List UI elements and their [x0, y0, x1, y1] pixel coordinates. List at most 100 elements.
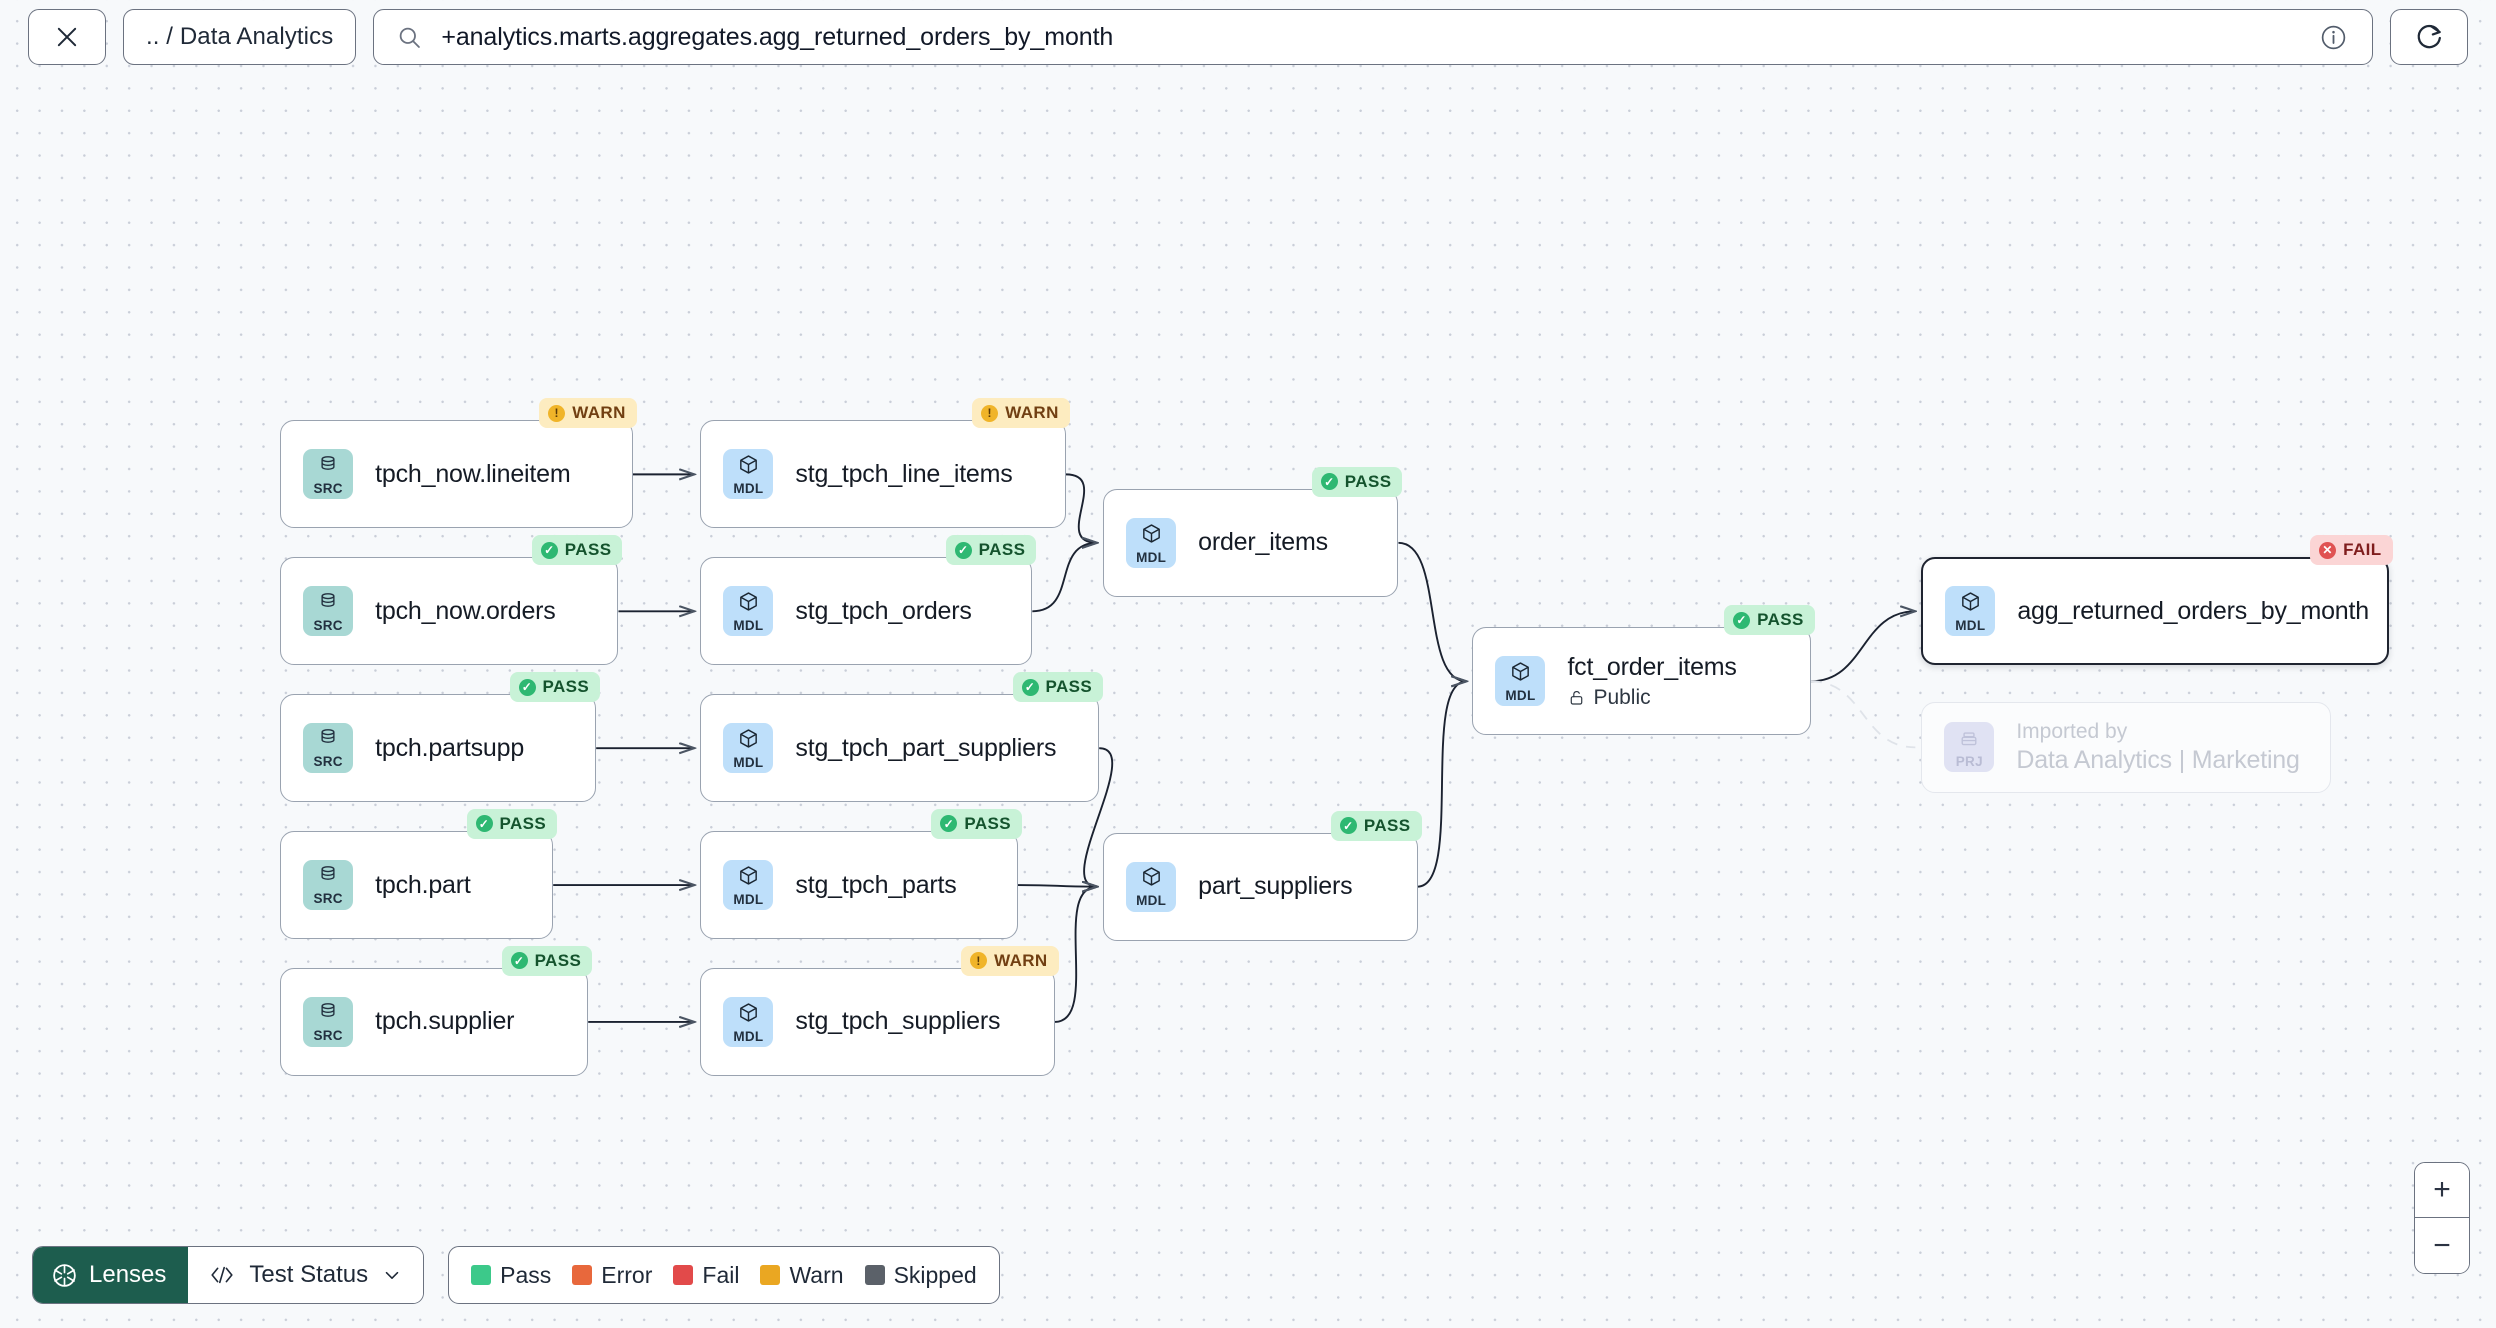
- code-icon: [211, 1266, 233, 1284]
- status-badge-label: PASS: [978, 540, 1026, 560]
- breadcrumb[interactable]: .. / Data Analytics: [123, 9, 357, 65]
- node-type-label: MDL: [733, 618, 764, 633]
- legend-item-error[interactable]: Error: [572, 1262, 652, 1289]
- test-status-dropdown[interactable]: Test Status: [188, 1247, 424, 1303]
- node-title: Data Analytics | Marketing: [2016, 745, 2300, 774]
- breadcrumb-label: .. / Data Analytics: [146, 23, 334, 50]
- zoom-out-button[interactable]: −: [2415, 1218, 2469, 1273]
- status-badge-label: WARN: [994, 950, 1048, 970]
- status-badge-label: PASS: [1757, 610, 1804, 630]
- node-type-label: MDL: [733, 891, 764, 907]
- node-type-label: SRC: [313, 1028, 343, 1044]
- plus-icon: +: [2433, 1173, 2451, 1206]
- node-type-label: MDL: [1955, 618, 1986, 633]
- node-type-badge-mdl: MDL: [723, 860, 774, 911]
- refresh-button[interactable]: [2390, 9, 2468, 65]
- status-dot-icon: !: [970, 952, 988, 970]
- legend-item-pass[interactable]: Pass: [471, 1262, 551, 1289]
- node-type-badge-mdl: MDL: [723, 996, 774, 1047]
- legend-item-skipped[interactable]: Skipped: [864, 1262, 977, 1289]
- node-title: stg_tpch_parts: [795, 870, 957, 899]
- cube-icon: [740, 455, 757, 474]
- node-title: tpch.partsupp: [375, 733, 525, 762]
- status-badge-pass: ✓PASS: [945, 535, 1037, 566]
- graph-node-stg_tpch_part_suppliers[interactable]: MDL stg_tpch_part_suppliers: [700, 694, 1100, 803]
- node-type-badge-mdl: MDL: [1126, 861, 1177, 912]
- graph-node-tpch_supplier[interactable]: SRC tpch.supplier: [280, 967, 589, 1077]
- node-body: stg_tpch_line_items: [795, 460, 1012, 489]
- node-title: agg_returned_orders_by_month: [2017, 596, 2369, 625]
- legend-swatch-icon: [864, 1265, 885, 1285]
- node-type-label: PRJ: [1955, 753, 1983, 769]
- database-icon: [321, 592, 335, 607]
- graph-node-part_suppliers[interactable]: MDL part_suppliers: [1103, 832, 1418, 941]
- node-type-badge-src: SRC: [303, 860, 354, 911]
- node-title: tpch_now.lineitem: [375, 459, 571, 488]
- node-type-label: MDL: [733, 754, 764, 770]
- zoom-in-button[interactable]: +: [2415, 1163, 2469, 1218]
- status-badge-pass: ✓PASS: [1311, 466, 1403, 497]
- status-dot-icon: ✓: [1733, 611, 1751, 629]
- lenses-button[interactable]: Lenses: [33, 1247, 189, 1303]
- top-toolbar: .. / Data Analytics +analytics.marts.agg…: [0, 0, 2496, 74]
- node-title: tpch.supplier: [375, 1007, 515, 1036]
- node-title: tpch.part: [375, 870, 471, 899]
- node-title: tpch_now.orders: [375, 596, 556, 625]
- node-body: tpch.supplier: [375, 1007, 514, 1036]
- node-type-badge-mdl: MDL: [723, 586, 774, 637]
- legend-label: Pass: [500, 1261, 552, 1288]
- node-type-badge-src: SRC: [303, 449, 354, 500]
- node-body: tpch.part: [375, 870, 471, 900]
- node-type-label: MDL: [733, 1028, 764, 1044]
- status-badge-label: PASS: [964, 813, 1011, 833]
- node-body: stg_tpch_parts: [795, 871, 956, 900]
- node-type-badge-src: SRC: [303, 723, 354, 774]
- lenses-label: Lenses: [89, 1261, 167, 1288]
- cube-icon: [1142, 867, 1160, 887]
- status-legend: Pass Error Fail Warn Skipped: [448, 1246, 1000, 1304]
- legend-label: Error: [601, 1261, 653, 1288]
- graph-node-tpch_part[interactable]: SRC tpch.part: [280, 830, 554, 940]
- cube-icon: [740, 866, 757, 885]
- close-icon: [57, 27, 77, 47]
- node-type-badge-src: SRC: [303, 586, 354, 637]
- graph-node-tpch_now_lineitem[interactable]: SRC tpch_now.lineitem: [280, 420, 633, 529]
- legend-item-warn[interactable]: Warn: [760, 1262, 844, 1289]
- search-input-value: +analytics.marts.aggregates.agg_returned…: [441, 22, 1114, 51]
- node-prefix-label: Imported by: [2016, 719, 2128, 743]
- status-badge-pass: ✓PASS: [1012, 672, 1104, 703]
- graph-node-tpch_partsupp[interactable]: SRC tpch.partsupp: [280, 694, 597, 803]
- node-type-label: MDL: [1505, 688, 1536, 704]
- node-title: fct_order_items: [1567, 652, 1737, 681]
- chevron-down-icon: [385, 1271, 399, 1279]
- node-type-badge-mdl: MDL: [723, 449, 774, 500]
- legend-swatch-icon: [471, 1265, 492, 1285]
- legend-item-fail[interactable]: Fail: [673, 1262, 739, 1289]
- status-badge-pass: ✓ PASS: [1724, 605, 1815, 636]
- status-dot-icon: ✓: [518, 678, 536, 696]
- graph-node-stg_tpch_line_items[interactable]: MDL stg_tpch_line_items: [700, 420, 1066, 529]
- node-title: part_suppliers: [1198, 872, 1353, 901]
- graph-node-tpch_now_orders[interactable]: SRC tpch_now.orders: [280, 557, 619, 666]
- close-button[interactable]: [28, 9, 106, 65]
- status-dot-icon: ✓: [1320, 473, 1338, 491]
- node-type-badge-mdl: MDL: [723, 723, 774, 774]
- test-status-label: Test Status: [249, 1261, 369, 1288]
- database-icon: [321, 455, 335, 470]
- graph-node-stg_tpch_parts[interactable]: MDL stg_tpch_parts: [700, 830, 1018, 940]
- node-type-label: MDL: [733, 481, 764, 497]
- search-input[interactable]: +analytics.marts.aggregates.agg_returned…: [373, 9, 2373, 65]
- info-icon[interactable]: [2319, 23, 2348, 52]
- node-type-badge-mdl: MDL: [1945, 586, 1996, 637]
- node-type-label: MDL: [1136, 549, 1167, 565]
- graph-node-agg_returned_orders_by_month[interactable]: MDL agg_returned_orders_by_month: [1921, 557, 2389, 666]
- status-badge-pass: ✓PASS: [466, 808, 558, 839]
- minus-icon: −: [2433, 1228, 2451, 1262]
- status-dot-icon: ✓: [475, 815, 493, 833]
- node-title: stg_tpch_part_suppliers: [795, 733, 1057, 762]
